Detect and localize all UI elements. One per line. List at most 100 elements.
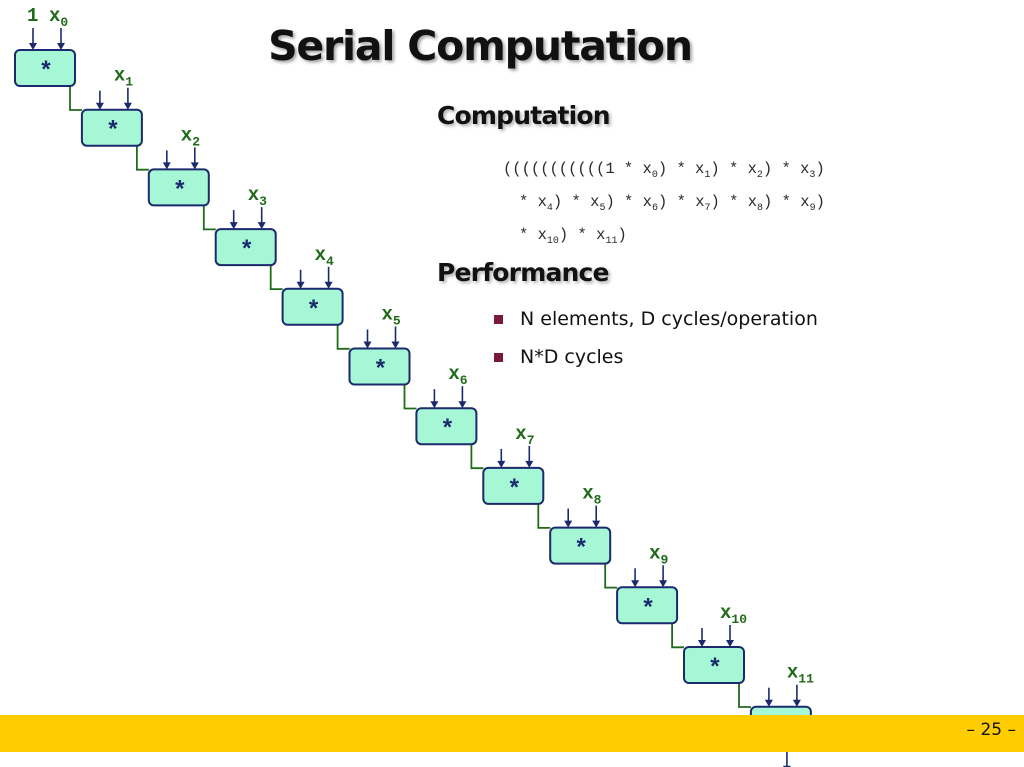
arrow-head — [229, 222, 238, 230]
expression-text: ) * x — [552, 193, 600, 212]
expression-text: ) * x — [657, 160, 705, 178]
chain-connector — [403, 384, 417, 410]
operand-index: 2 — [192, 134, 200, 149]
multiply-box — [80, 108, 143, 147]
arrow-head — [792, 699, 801, 707]
slide-title: Serial Computation — [268, 22, 693, 70]
operand-base: x — [448, 363, 459, 385]
expression-line: * x4) * x5) * x6) * x7) * x8) * x9) — [503, 189, 825, 222]
multiply-box — [616, 586, 679, 625]
expression-text: ) * x — [710, 193, 758, 212]
operand-index: 1 — [125, 75, 133, 90]
footer-bar: – 25 – — [0, 715, 1024, 752]
expression-text: ) * x — [710, 160, 757, 178]
multiply-box — [415, 407, 478, 446]
arrow-head — [698, 640, 706, 647]
arrow-head — [257, 222, 266, 230]
expression-text: ) — [815, 160, 825, 178]
arrow-head — [57, 43, 65, 50]
arrow-head — [564, 520, 573, 528]
initial-operand-label: 1 — [27, 5, 38, 27]
expression-text: ) — [617, 226, 627, 245]
expression-subscript: 3 — [809, 170, 816, 182]
operand-label: x2 — [181, 124, 200, 149]
expression-text: (((((((((((1 * x — [503, 160, 652, 178]
expression-subscript: 6 — [651, 203, 658, 215]
chain-connector — [604, 563, 618, 589]
operand-label: x6 — [448, 363, 467, 388]
arrow-head — [190, 162, 199, 170]
chain-connector — [470, 444, 484, 470]
arrow-head — [430, 401, 439, 409]
multiply-box — [147, 168, 210, 207]
arrow-head — [659, 580, 668, 588]
multiply-operator: * — [440, 417, 454, 444]
performance-heading: Performance — [437, 258, 609, 287]
multiply-operator: * — [708, 656, 722, 683]
arrow-head — [592, 520, 601, 528]
arrow-head — [497, 460, 506, 468]
operand-label: x7 — [515, 423, 534, 448]
operand-label: x3 — [248, 184, 267, 209]
arrow-head — [324, 281, 333, 289]
operand-base: x — [382, 304, 393, 326]
arrow-head — [162, 162, 171, 170]
expression-text: ) — [815, 193, 825, 212]
operand-label: x1 — [114, 65, 133, 90]
arrow-head — [458, 401, 467, 409]
arrow-head — [631, 580, 640, 588]
performance-bullet: N*D cycles — [494, 344, 818, 382]
chain-connector — [69, 86, 82, 111]
multiply-operator: * — [306, 298, 320, 325]
chain-connector — [135, 145, 149, 171]
performance-bullet-list: N elements, D cycles/operation N*D cycle… — [494, 306, 818, 382]
arrow-head — [296, 281, 305, 289]
expression-text: ) * x — [558, 226, 606, 245]
chain-connector — [738, 683, 751, 708]
expression-subscript: 4 — [546, 203, 553, 215]
expression-text: ) * x — [763, 193, 810, 212]
expression-line: * x10) * x11) — [503, 222, 825, 255]
operand-index: 10 — [731, 612, 747, 627]
multiply-box — [348, 347, 411, 386]
expression-text: ) * x — [657, 193, 705, 212]
operand-label: x4 — [315, 244, 334, 269]
expression-subscript: 7 — [704, 203, 711, 215]
operand-base: x — [114, 65, 125, 87]
operand-index: 6 — [460, 373, 468, 388]
multiply-box — [683, 646, 745, 684]
operand-index: 5 — [393, 314, 401, 329]
page-number: – 25 – — [966, 720, 1016, 740]
square-bullet-icon — [494, 315, 503, 324]
operand-index: 7 — [527, 433, 535, 448]
arrow-head — [726, 640, 734, 647]
expression-subscript: 11 — [605, 236, 618, 248]
multiply-operator: * — [106, 119, 120, 146]
multiply-operator: * — [173, 178, 187, 205]
boxes-layer — [14, 49, 812, 744]
operand-base: x — [582, 483, 593, 505]
expression-subscript: 10 — [546, 236, 559, 248]
operand-index: 0 — [60, 15, 68, 30]
operand-base: x — [649, 542, 660, 564]
chain-connector — [671, 623, 685, 649]
links-layer — [69, 86, 751, 708]
expression-line: (((((((((((1 * x0) * x1) * x2) * x3) — [503, 156, 825, 189]
operand-base: x — [181, 124, 192, 146]
operand-index: 9 — [661, 552, 669, 567]
operand-label: x10 — [720, 602, 747, 627]
operand-base: x — [720, 602, 731, 624]
chain-connector — [537, 503, 551, 529]
operand-base: x — [787, 662, 798, 684]
multiply-operator: * — [574, 537, 588, 564]
arrow-head — [764, 699, 773, 707]
operand-label: x0 — [49, 5, 68, 30]
multiply-box — [214, 228, 277, 267]
expression-text: * x — [519, 226, 547, 245]
operand-index: 11 — [798, 672, 814, 687]
expression-text: ) * x — [762, 160, 810, 178]
operand-label: x11 — [787, 662, 814, 687]
square-bullet-icon — [494, 353, 503, 362]
multiply-operator: * — [641, 596, 655, 623]
